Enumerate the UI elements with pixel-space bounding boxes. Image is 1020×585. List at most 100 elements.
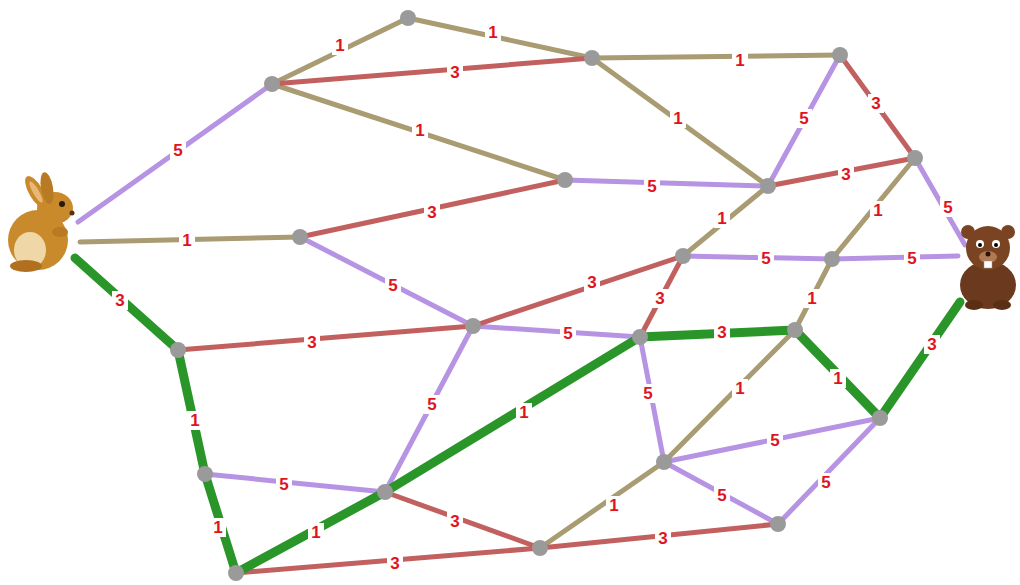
node-dot [787, 322, 803, 338]
beaver-figure [960, 225, 1016, 310]
edge-weight: 3 [447, 512, 462, 531]
edge-line [664, 330, 795, 462]
node-dot [465, 318, 481, 334]
edge-weight: 3 [652, 289, 667, 308]
edge-line [408, 18, 592, 58]
graph-nodes [170, 10, 923, 581]
edge-line [795, 259, 832, 330]
edge-weight: 1 [210, 518, 225, 537]
edge-line [915, 158, 965, 245]
node-dot [264, 76, 280, 92]
edge-weight: 3 [655, 529, 670, 548]
edge-weight: 5 [796, 109, 811, 128]
edge-line [832, 256, 958, 259]
edge-line [832, 158, 915, 259]
edge-weight: 5 [640, 384, 655, 403]
edge-weight: 5 [767, 431, 782, 450]
edge-weight: 1 [332, 36, 347, 55]
edge-line [565, 180, 768, 186]
edge-weight: 5 [644, 177, 659, 196]
edge-line [768, 158, 915, 186]
edge-line [640, 337, 664, 462]
edge-weight: 1 [516, 403, 531, 422]
edge-weight: 5 [385, 276, 400, 295]
edge-line [592, 55, 840, 58]
paths [75, 18, 965, 573]
edge-line [664, 462, 778, 524]
edge-weight: 3 [714, 323, 729, 342]
node-dot [872, 410, 888, 426]
edge-weight: 5 [560, 324, 575, 343]
edge-weight: 1 [179, 231, 194, 250]
edge-line [640, 256, 683, 337]
node-dot [584, 50, 600, 66]
edge-weight: 5 [170, 141, 185, 160]
edge-weight: 3 [387, 554, 402, 573]
node-dot [675, 248, 691, 264]
edge-weight: 3 [304, 333, 319, 352]
edge-line [178, 326, 473, 350]
edge-line [795, 330, 880, 418]
edge-weight: 3 [424, 203, 439, 222]
node-dot [400, 10, 416, 26]
edge-weight: 5 [424, 395, 439, 414]
node-dot [532, 540, 548, 556]
edge-line [385, 492, 540, 548]
edge-line [236, 492, 385, 573]
tan-edges [80, 18, 915, 548]
edge-weight: 3 [112, 291, 127, 310]
edge-line [205, 474, 385, 492]
edge-line [540, 524, 778, 548]
edge-weight: 1 [412, 121, 427, 140]
edge-line [768, 55, 840, 186]
edge-line [272, 58, 592, 84]
edge-weight: 3 [838, 165, 853, 184]
edge-weight: 1 [187, 411, 202, 430]
edge-line [78, 84, 272, 222]
node-dot [832, 47, 848, 63]
edge-weight: 5 [904, 249, 919, 268]
edge-line [592, 58, 768, 186]
edge-line [683, 186, 768, 256]
edge-weight: 3 [447, 63, 462, 82]
edge-weight: 1 [714, 209, 729, 228]
edge-line [840, 55, 915, 158]
edge-weight: 5 [818, 473, 833, 492]
purple-edges [78, 55, 965, 524]
edge-line [205, 474, 236, 573]
node-dot [907, 150, 923, 166]
edge-line [75, 258, 178, 350]
edge-weight: 5 [758, 249, 773, 268]
node-dot [760, 178, 776, 194]
node-dot [292, 229, 308, 245]
edge-line [473, 326, 640, 337]
node-dot [170, 342, 186, 358]
edge-line [272, 84, 565, 180]
edge-weight: 5 [940, 198, 955, 217]
node-dot [824, 251, 840, 267]
edge-weight: 1 [308, 523, 323, 542]
edge-weight: 1 [732, 379, 747, 398]
edge-weight: 1 [485, 23, 500, 42]
edge-weight: 1 [670, 109, 685, 128]
edge-line [385, 337, 640, 492]
edge-weight: 3 [924, 335, 939, 354]
red-edges [178, 55, 915, 573]
edge-line [778, 418, 880, 524]
green-path [75, 258, 960, 573]
edge-weight: 1 [830, 369, 845, 388]
edge-weight: 1 [870, 201, 885, 220]
node-dot [632, 329, 648, 345]
edge-weight: 5 [276, 475, 291, 494]
node-dot [228, 565, 244, 581]
edge-line [300, 237, 473, 326]
node-dot [770, 516, 786, 532]
node-dot [377, 484, 393, 500]
edge-weight: 3 [584, 273, 599, 292]
edge-weight: 1 [804, 289, 819, 308]
node-dot [656, 454, 672, 470]
edge-weight: 1 [732, 51, 747, 70]
node-dot [197, 466, 213, 482]
